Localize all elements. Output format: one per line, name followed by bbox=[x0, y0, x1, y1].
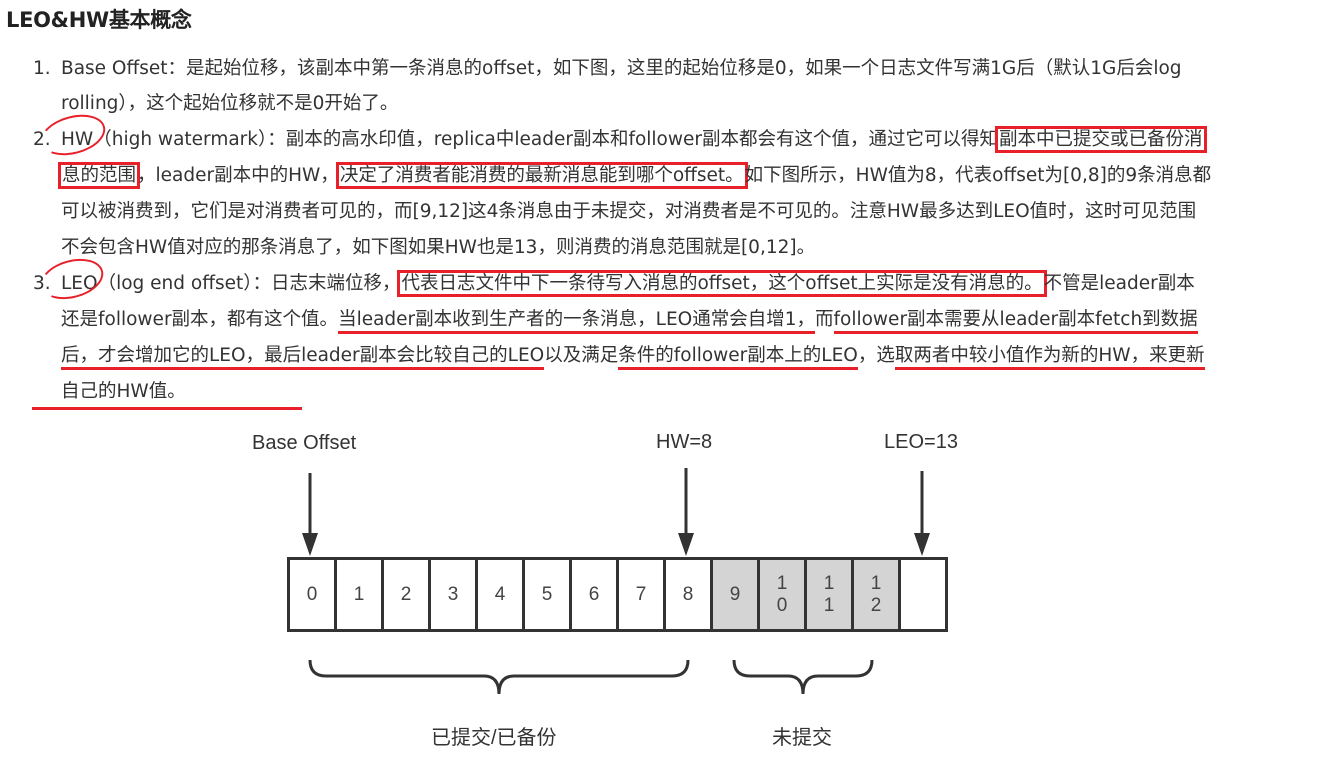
offset-cell-uncommitted: 12 bbox=[854, 560, 901, 629]
leo-label: LEO=13 bbox=[884, 431, 958, 453]
hw-term: HW bbox=[61, 129, 94, 150]
item2-line2: 息的范围，leader副本中的HW，决定了消费者能消费的最新消息能到哪个offs… bbox=[58, 158, 1212, 194]
committed-label: 已提交/已备份 bbox=[431, 727, 557, 749]
uncommitted-label: 未提交 bbox=[772, 727, 832, 749]
item3-text: 还是follower副本，都有这个值。 bbox=[61, 309, 339, 330]
log-segment-cells: 0 1 2 3 4 5 6 7 8 9 10 11 12 bbox=[287, 557, 948, 632]
offset-cell: 1 bbox=[337, 560, 384, 629]
item3-text: 而 bbox=[814, 309, 834, 330]
section-title: LEO&HW基本概念 bbox=[6, 8, 192, 32]
item2-text: ，leader副本中的HW， bbox=[137, 165, 339, 186]
underline-annotation: 后，才会增加它的LEO， bbox=[61, 345, 265, 370]
underline-annotation: 取两者中较小值作为新的HW，来更新 bbox=[894, 345, 1205, 370]
item3-line4: 自己的HW值。 bbox=[61, 381, 186, 402]
list-number-2: 2. bbox=[33, 129, 51, 150]
brace-uncommitted bbox=[732, 659, 874, 695]
highlight-box: 副本中已提交或已备份消 bbox=[995, 126, 1207, 153]
highlight-box: 决定了消费者能消费的最新消息能到哪个offset。 bbox=[335, 162, 748, 189]
highlight-box: 息的范围 bbox=[58, 162, 141, 189]
offset-cell-uncommitted: 9 bbox=[713, 560, 760, 629]
offset-cell-uncommitted: 10 bbox=[760, 560, 807, 629]
item2-text: （high watermark）：副本的高水印值，replica中leader副… bbox=[93, 129, 998, 150]
underline-annotation: 条件的follower副本上的LEO bbox=[618, 345, 858, 370]
offset-cell: 2 bbox=[384, 560, 431, 629]
offset-cell-uncommitted: 11 bbox=[807, 560, 854, 629]
list-number-1: 1. bbox=[33, 58, 51, 79]
item3-line1: LEO（log end offset）：日志末端位移，代表日志文件中下一条待写入… bbox=[61, 266, 1195, 302]
item3-text: ，选 bbox=[857, 345, 895, 366]
item3-line2: 还是follower副本，都有这个值。当leader副本收到生产者的一条消息，L… bbox=[61, 302, 1198, 338]
hw-label: HW=8 bbox=[656, 431, 713, 453]
offset-cell: 0 bbox=[290, 560, 337, 629]
underline-annotation bbox=[32, 407, 302, 410]
item2-line3: 可以被消费到，它们是对消费者可见的，而[9,12]这4条消息由于未提交，对消费者… bbox=[61, 201, 1197, 222]
offset-cell: 7 bbox=[619, 560, 666, 629]
underline-annotation: 当leader副本收到生产者的一条消息，LEO通常会自增1， bbox=[338, 309, 815, 334]
item2-line4: 不会包含HW值对应的那条消息了，如下图如果HW也是13，则消费的消息范围就是[0… bbox=[61, 237, 816, 258]
underline-annotation: follower副本需要从leader副本fetch到数据 bbox=[833, 309, 1198, 334]
item2-text: 如下图所示，HW值为8，代表offset为[0,8]的9条消息都 bbox=[744, 165, 1212, 186]
item3-line3: 后，才会增加它的LEO，最后leader副本会比较自己的LEO以及满足条件的fo… bbox=[61, 338, 1205, 374]
offset-cell: 6 bbox=[572, 560, 619, 629]
base-offset-label: Base Offset bbox=[252, 432, 357, 454]
item3-text: 以及满足 bbox=[544, 345, 619, 366]
offset-cell-empty bbox=[901, 560, 945, 629]
offset-cell: 8 bbox=[666, 560, 713, 629]
brace-committed bbox=[308, 659, 690, 695]
list-number-3: 3. bbox=[33, 273, 51, 294]
item1-line1: Base Offset：是起始位移，该副本中第一条消息的offset，如下图，这… bbox=[61, 58, 1182, 79]
offset-cell: 5 bbox=[525, 560, 572, 629]
offset-cell: 4 bbox=[478, 560, 525, 629]
item3-text: （log end offset）：日志末端位移， bbox=[97, 273, 401, 294]
item3-text: 不管是leader副本 bbox=[1043, 273, 1195, 294]
item2-line1: HW（high watermark）：副本的高水印值，replica中leade… bbox=[61, 122, 1207, 158]
leo-term: LEO bbox=[61, 273, 98, 294]
underline-annotation: 最后leader副本会比较自己的LEO bbox=[264, 345, 545, 370]
offset-cell: 3 bbox=[431, 560, 478, 629]
highlight-box: 代表日志文件中下一条待写入消息的offset，这个offset上实际是没有消息的… bbox=[397, 270, 1047, 297]
item1-line2: rolling），这个起始位移就不是0开始了。 bbox=[61, 93, 399, 114]
